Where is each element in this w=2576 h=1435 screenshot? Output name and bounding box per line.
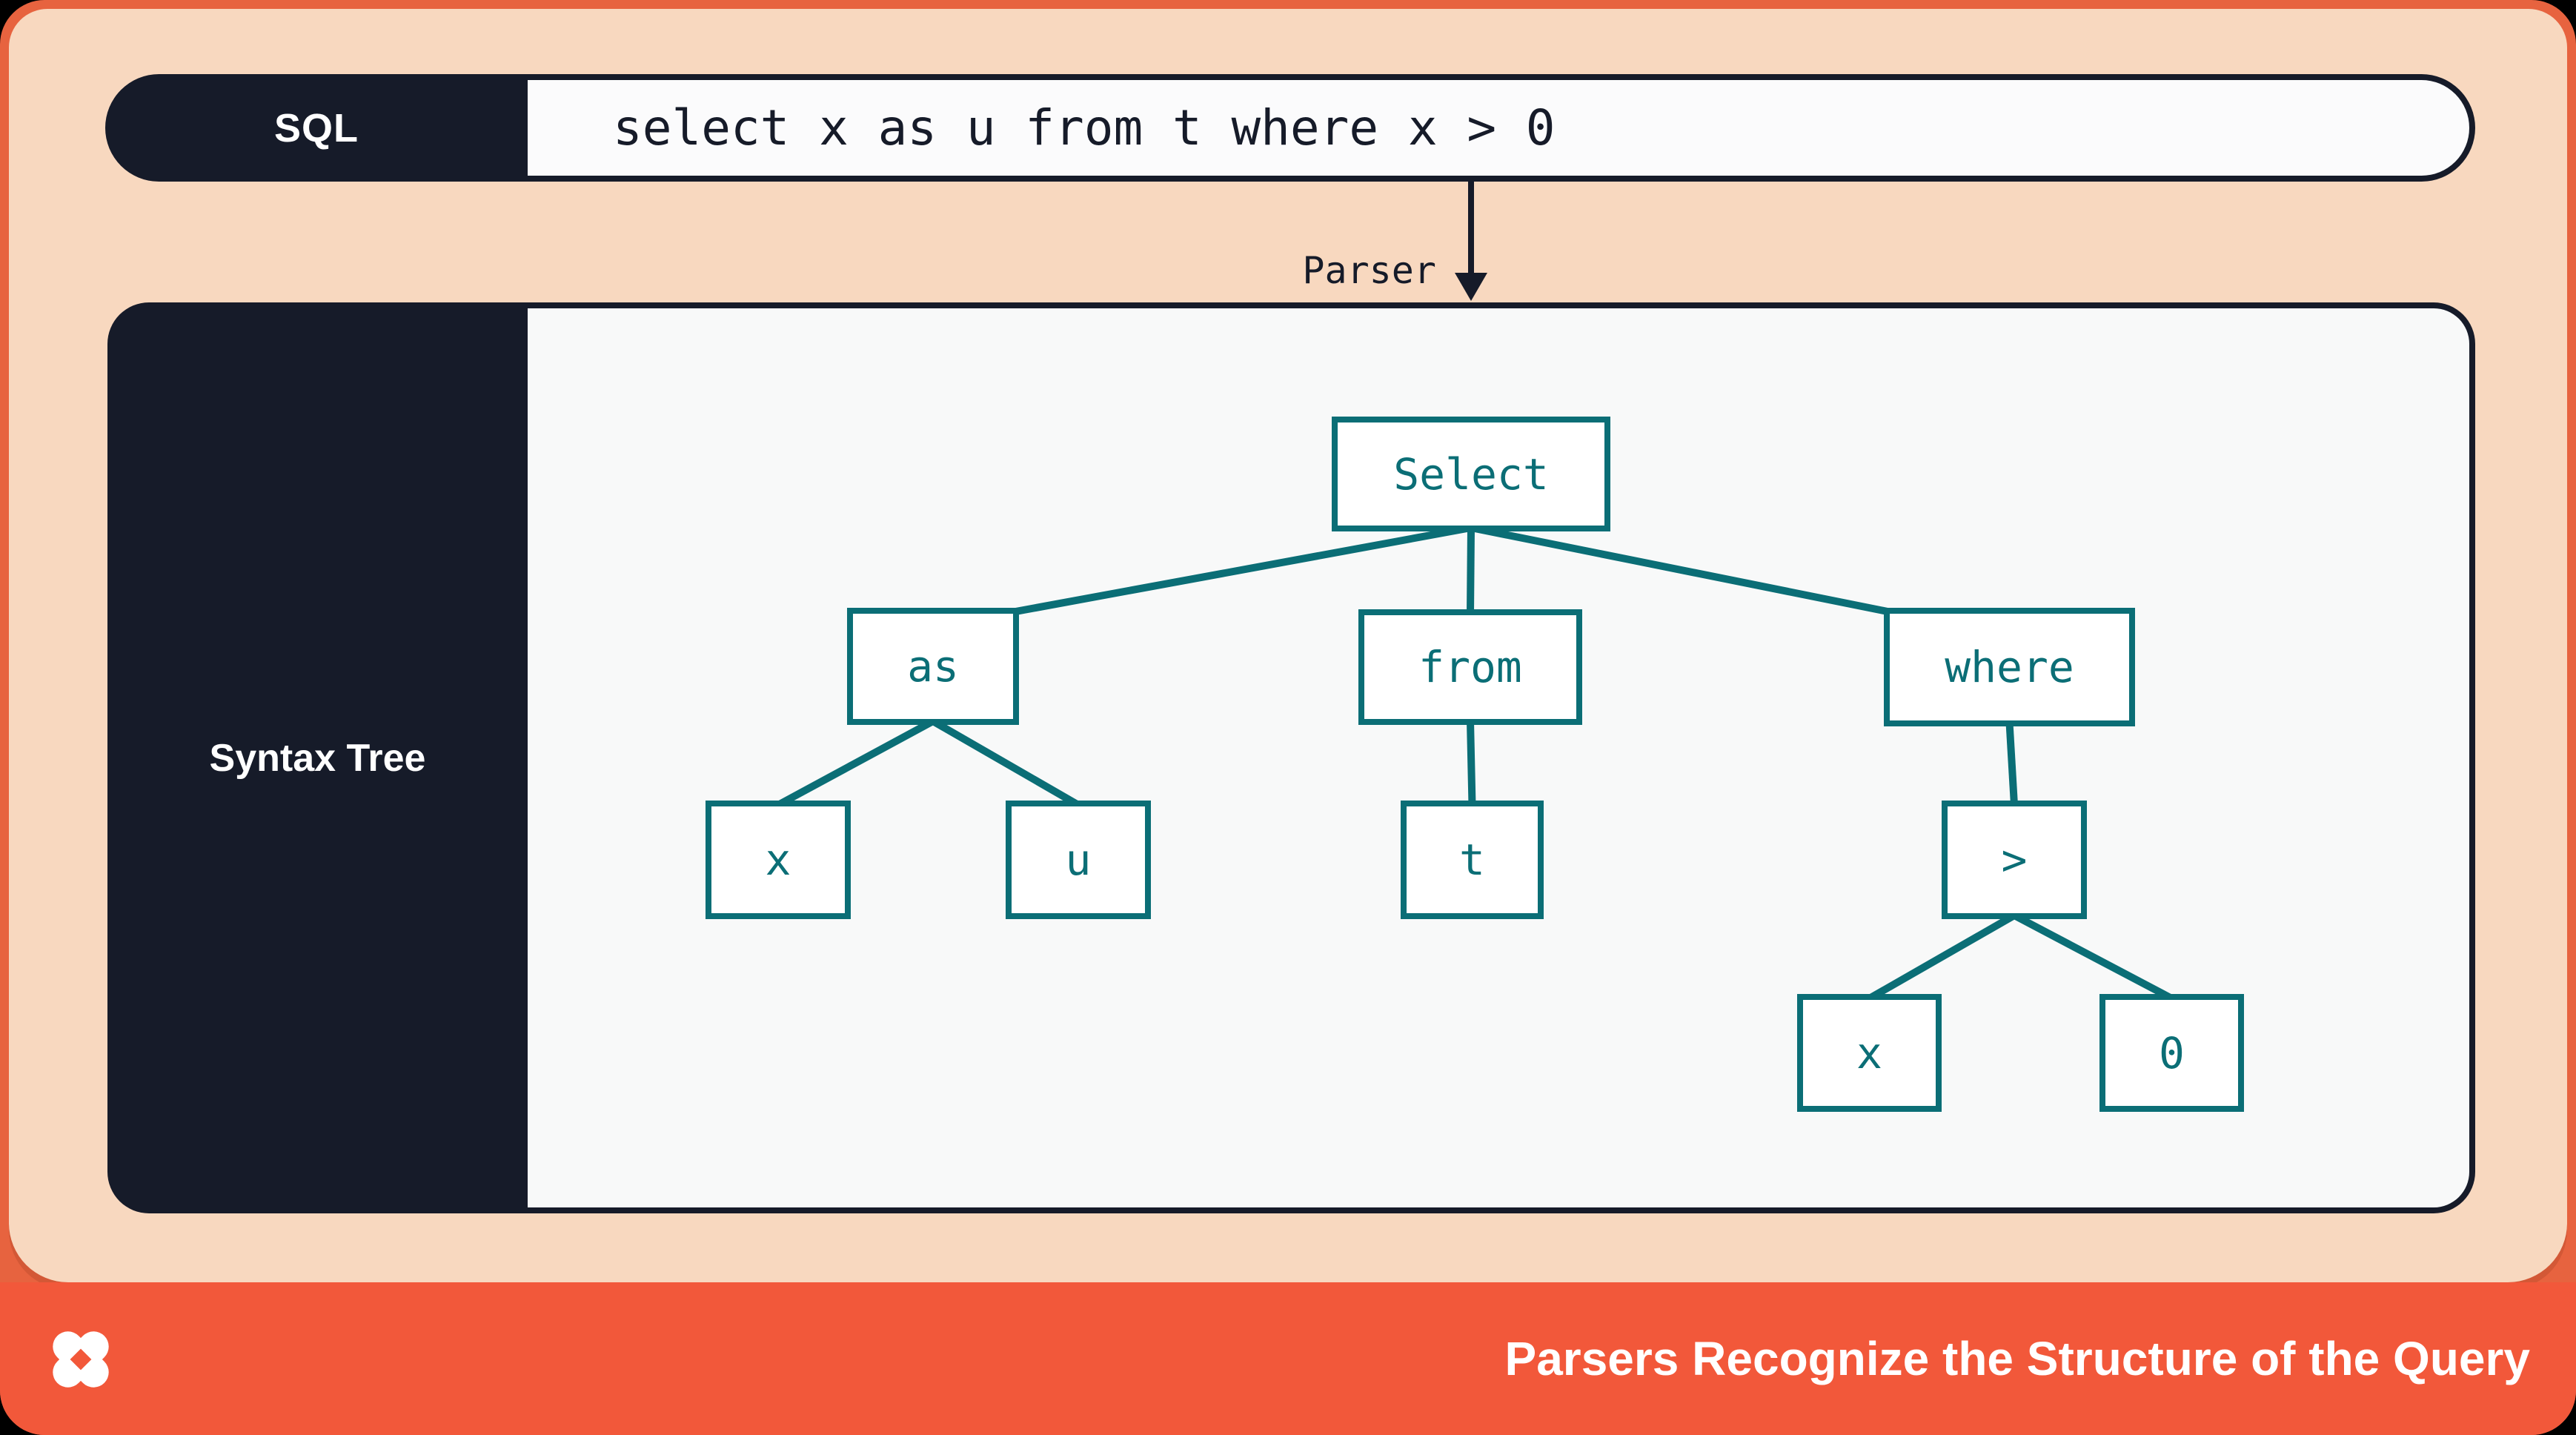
parser-label: Parser [1302, 249, 1436, 292]
tree-node-select: Select [1332, 417, 1610, 531]
footer-title: Parsers Recognize the Structure of the Q… [1504, 1332, 2531, 1385]
tree-node-as: as [847, 608, 1019, 725]
tree-node-where: where [1884, 608, 2135, 726]
tree-node-u: u [1006, 801, 1151, 919]
sql-query-box: select x as u from t where x > 0 [528, 80, 2469, 176]
tree-node-label: x [765, 835, 791, 885]
tree-node-x2: x [1797, 994, 1942, 1112]
tree-node-label: from [1418, 642, 1522, 692]
tree-node-label: Select [1393, 448, 1549, 500]
tree-node-gt: > [1942, 801, 2087, 919]
tree-node-t: t [1401, 801, 1544, 919]
sql-bar: SQL select x as u from t where x > 0 [105, 74, 2475, 182]
tree-node-from: from [1358, 609, 1582, 725]
tree-node-x1: x [706, 801, 851, 919]
tree-node-label: > [2001, 835, 2028, 885]
sql-query-text: select x as u from t where x > 0 [613, 99, 1556, 156]
tree-node-label: 0 [2159, 1027, 2185, 1078]
tree-node-label: x [1856, 1027, 1882, 1078]
tree-node-zero: 0 [2099, 994, 2244, 1112]
dolt-logo-icon [53, 1331, 109, 1388]
tree-node-label: u [1065, 835, 1092, 885]
syntax-tree-label: Syntax Tree [209, 736, 426, 780]
footer-bar: Parsers Recognize the Structure of the Q… [0, 1282, 2576, 1435]
arrow-line [1468, 182, 1474, 276]
tree-node-label: as [907, 641, 959, 692]
tree-node-label: t [1459, 835, 1485, 885]
sql-bar-label: SQL [273, 105, 359, 150]
syntax-tree-label-panel: Syntax Tree [107, 302, 528, 1213]
tree-node-label: where [1945, 642, 2074, 692]
arrow-down-icon [1455, 273, 1487, 301]
